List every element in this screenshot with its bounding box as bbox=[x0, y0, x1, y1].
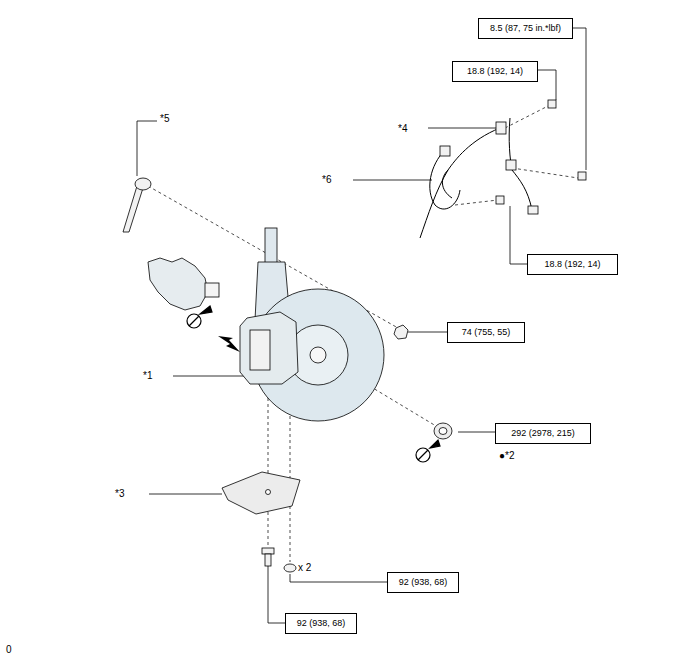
callout-label: *6 bbox=[322, 174, 331, 185]
torque-box: 292 (2978, 215) bbox=[495, 423, 591, 444]
callout-label: *3 bbox=[115, 488, 124, 499]
torque-value: 18.8 (192, 14) bbox=[544, 260, 600, 270]
torque-box: 18.8 (192, 14) bbox=[527, 254, 618, 275]
torque-value: 74 (755, 55) bbox=[462, 328, 511, 338]
callout-label: 0 bbox=[6, 644, 12, 655]
callout-label: ●*2 bbox=[499, 450, 515, 461]
torque-value: 8.5 (87, 75 in.*lbf) bbox=[490, 24, 561, 34]
callout-label: *5 bbox=[160, 113, 169, 124]
callout-label: x 2 bbox=[298, 562, 311, 573]
callout-label: *1 bbox=[143, 370, 152, 381]
torque-value: 92 (938, 68) bbox=[297, 619, 346, 629]
torque-value: 18.8 (192, 14) bbox=[467, 67, 523, 77]
torque-box: 8.5 (87, 75 in.*lbf) bbox=[478, 18, 573, 39]
callout-label: *4 bbox=[398, 123, 407, 134]
torque-value: 92 (938, 68) bbox=[399, 578, 448, 588]
torque-box: 92 (938, 68) bbox=[285, 613, 357, 634]
torque-box: 18.8 (192, 14) bbox=[452, 61, 538, 82]
torque-value: 292 (2978, 215) bbox=[511, 429, 575, 439]
torque-box: 74 (755, 55) bbox=[447, 322, 525, 343]
torque-box: 92 (938, 68) bbox=[387, 572, 459, 593]
